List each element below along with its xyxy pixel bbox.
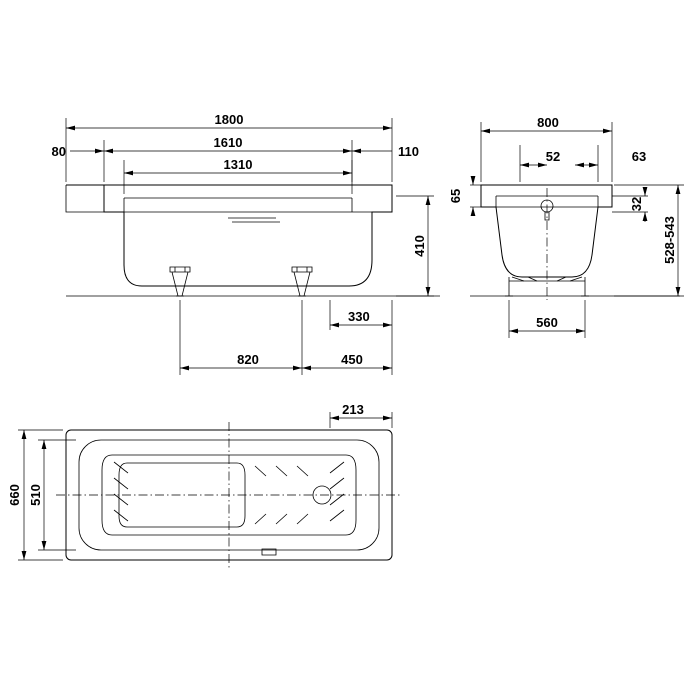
dimension-330-label: 330 [348, 309, 370, 324]
plan-view: 213 660 510 [7, 402, 400, 568]
dimension-80-label: 80 [52, 144, 66, 159]
dimension-52-label: 52 [546, 149, 560, 164]
dimension-63-label: 63 [632, 149, 646, 164]
dimension-450-label: 450 [341, 352, 363, 367]
dimension-330: 330 [330, 309, 392, 328]
dimension-528-543-label: 528-543 [662, 216, 677, 264]
dimension-80: 80 [52, 144, 104, 159]
dimension-1800-label: 1800 [215, 112, 244, 127]
dimension-410-label: 410 [412, 235, 427, 257]
dimension-660: 660 [7, 430, 27, 560]
dimension-1610: 1610 [104, 135, 352, 154]
dimension-1310: 1310 [124, 157, 352, 176]
dimension-800-label: 800 [537, 115, 559, 130]
front-elevation-view: 1800 1610 1310 80 110 [52, 112, 440, 375]
dimension-110-label: 110 [398, 144, 419, 159]
dimension-410: 410 [396, 195, 434, 297]
dimension-660-label: 660 [7, 484, 22, 506]
dimension-213: 213 [330, 402, 392, 421]
dimension-65-label: 65 [448, 189, 463, 203]
dimension-63: 63 [575, 149, 646, 168]
dimension-32: 32 [612, 187, 648, 222]
front-elevation-tub-outline [65, 184, 393, 287]
dimension-450: 450 [302, 352, 392, 371]
dimension-510-label: 510 [28, 484, 43, 506]
dimension-65: 65 [448, 176, 481, 216]
dimension-820: 820 [180, 352, 302, 371]
dimension-560: 560 [509, 315, 585, 334]
front-elevation-extension-lines [65, 118, 393, 375]
dimension-213-label: 213 [342, 402, 364, 417]
dimension-820-label: 820 [237, 352, 259, 367]
dimension-560-label: 560 [536, 315, 558, 330]
dimension-1800: 1800 [66, 112, 392, 131]
dimension-800: 800 [481, 115, 612, 134]
dimension-110: 110 [352, 144, 419, 159]
dimension-1610-label: 1610 [214, 135, 243, 150]
dimension-52: 52 [520, 149, 560, 168]
side-elevation-tub-outline [480, 184, 613, 278]
dimension-528-543: 528-543 [614, 184, 684, 297]
dimension-32-label: 32 [629, 197, 644, 211]
side-elevation-view: 800 52 63 65 [448, 115, 684, 338]
dimension-510: 510 [28, 440, 47, 550]
dimension-1310-label: 1310 [224, 157, 253, 172]
